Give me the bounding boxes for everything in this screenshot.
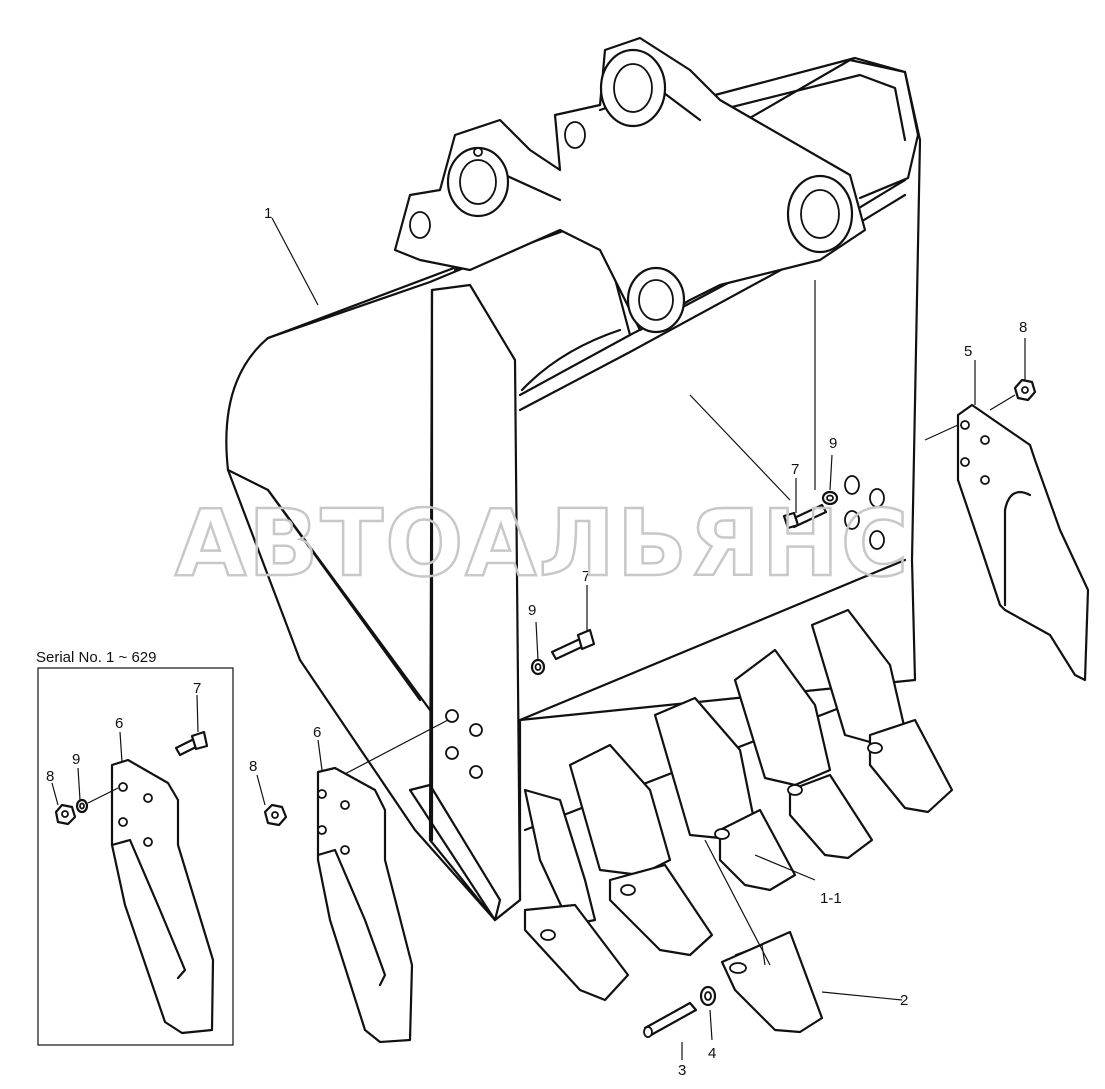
side-cutter-left bbox=[316, 739, 414, 1044]
inset-title: Serial No. 1 ~ 629 bbox=[36, 649, 157, 666]
tooth-1 bbox=[523, 788, 630, 1002]
right-mount-holes bbox=[844, 475, 885, 550]
callout-bolt-right: 7 bbox=[791, 461, 799, 478]
callout-lock-washer: 4 bbox=[708, 1045, 716, 1062]
tooth-2 bbox=[568, 743, 714, 957]
callout-nut-inset: 8 bbox=[46, 768, 54, 785]
nut-right bbox=[989, 338, 1037, 411]
callout-side-cutter-right: 5 bbox=[964, 343, 972, 360]
bolt-inset bbox=[87, 694, 209, 804]
nut-inset bbox=[51, 782, 77, 826]
tooth-5 bbox=[810, 608, 954, 814]
exploded-tooth bbox=[720, 930, 903, 1034]
callout-nut-right: 8 bbox=[1019, 319, 1027, 336]
callout-washer-inset: 9 bbox=[72, 751, 80, 768]
side-cutter-inset bbox=[110, 731, 215, 1035]
exploded-leader-line bbox=[704, 839, 771, 966]
bolt-left bbox=[550, 585, 596, 661]
callout-pin: 3 bbox=[678, 1062, 686, 1079]
tooth-3 bbox=[653, 696, 797, 892]
callout-bolt-left: 7 bbox=[582, 568, 590, 585]
callout-washer-left: 9 bbox=[528, 602, 536, 619]
bucket-leader bbox=[271, 217, 319, 306]
callout-washer-right: 9 bbox=[829, 435, 837, 452]
callout-nut-left: 8 bbox=[249, 758, 257, 775]
side-cutter-right bbox=[924, 360, 1090, 682]
tooth-4 bbox=[733, 648, 874, 860]
callout-side-cutter-inset: 6 bbox=[115, 715, 123, 732]
callout-bucket: 1 bbox=[264, 205, 272, 222]
teeth-row bbox=[523, 608, 954, 1002]
tooth-assembly-leader bbox=[754, 854, 816, 881]
callout-tooth: 2 bbox=[900, 992, 908, 1009]
exploded-lock-washer bbox=[699, 985, 717, 1041]
callout-tooth-assembly: 1-1 bbox=[820, 890, 842, 907]
washer-left bbox=[530, 621, 546, 676]
washer-inset bbox=[75, 767, 89, 814]
callout-side-cutter-left: 6 bbox=[313, 724, 321, 741]
serial-inset-box bbox=[37, 667, 234, 1046]
linkage-brackets bbox=[393, 36, 867, 334]
bolt-right bbox=[782, 478, 828, 530]
washer-right bbox=[821, 454, 839, 506]
watermark-text: АВТОАЛЬЯНС bbox=[175, 490, 910, 597]
exploded-pin bbox=[643, 1001, 698, 1060]
callout-bolt-inset: 7 bbox=[193, 680, 201, 697]
